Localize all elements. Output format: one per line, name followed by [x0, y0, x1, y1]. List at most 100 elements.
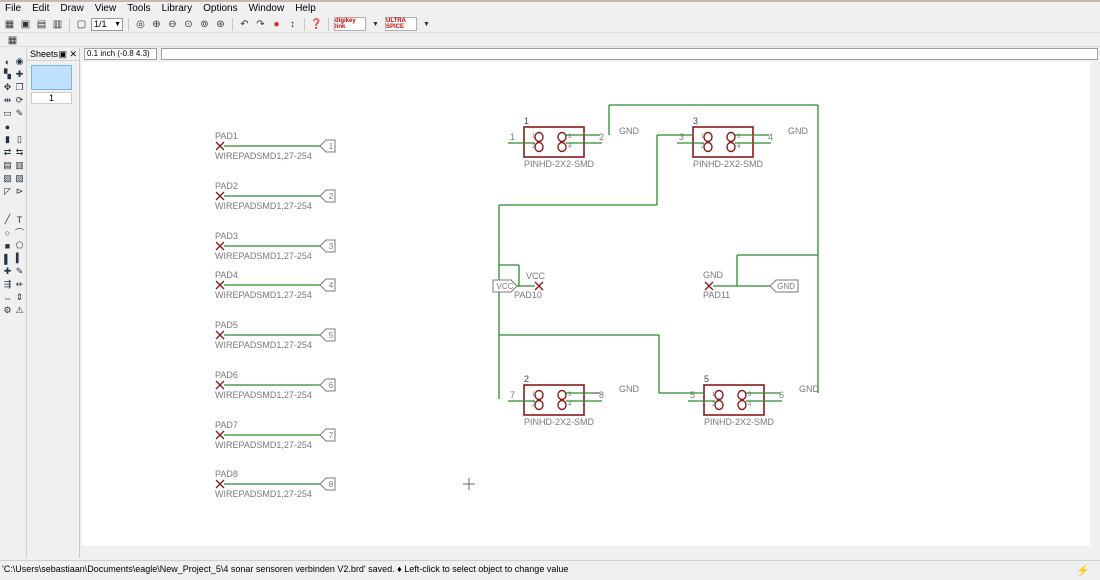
pin-number: 2 — [532, 144, 536, 150]
digikey-logo-text: digikey link — [335, 18, 356, 30]
grid-icon[interactable]: ▦ — [7, 35, 18, 46]
net-label-flag — [319, 278, 336, 292]
name-icon[interactable]: ▤ — [3, 160, 12, 170]
miter-icon[interactable]: ◸ — [4, 186, 11, 196]
menu-draw[interactable]: Draw — [60, 3, 84, 14]
bus-icon[interactable]: ▌ — [4, 253, 11, 264]
print-icon[interactable]: ▤ — [36, 18, 47, 30]
part-ref: 5 — [704, 374, 709, 384]
display-icon[interactable]: ▚ — [4, 69, 11, 79]
erc-icon[interactable]: ⚙ — [3, 305, 12, 315]
menu-options[interactable]: Options — [203, 3, 238, 14]
copy-icon[interactable]: ❐ — [15, 82, 24, 92]
save-icon[interactable]: ▣ — [20, 18, 31, 30]
horizontal-scrollbar[interactable] — [82, 546, 1090, 558]
help-icon[interactable]: ❓ — [310, 18, 323, 30]
chevron-down-icon[interactable]: ▼ — [372, 20, 379, 28]
paste-icon[interactable]: ● — [4, 121, 11, 132]
zoom-last-icon[interactable]: ⊛ — [216, 18, 225, 30]
move-icon[interactable]: ✥ — [3, 82, 12, 92]
pad-marker — [215, 430, 225, 440]
attribute-icon[interactable]: ⇶ — [3, 279, 12, 289]
gateswap-icon[interactable]: ⇔ — [3, 292, 12, 303]
ultraspice-logo-button[interactable]: ULTRA SPICE — [385, 17, 417, 31]
pinswap-icon[interactable]: ⇄ — [3, 147, 12, 157]
dimension-icon[interactable]: ⇷ — [15, 279, 24, 289]
zoom-out-icon[interactable]: ⊖ — [168, 18, 177, 30]
show-icon[interactable]: ◉ — [15, 56, 24, 66]
zoom-select[interactable]: 1/1▼ — [91, 17, 123, 31]
zoom-fit-icon[interactable]: ◎ — [136, 18, 145, 30]
toolbar-separator — [328, 17, 329, 31]
circle-icon[interactable]: ○ — [4, 227, 11, 238]
undo-icon[interactable]: ↶ — [240, 18, 249, 30]
open-icon[interactable]: ▦ — [4, 18, 15, 30]
pad-marker — [215, 330, 225, 340]
rect-icon[interactable]: ■ — [4, 240, 11, 251]
lightning-icon: ⚡ — [1076, 565, 1090, 577]
zoom-select-icon[interactable]: ⊚ — [200, 18, 209, 30]
warning-icon[interactable]: ⚠ — [15, 305, 24, 315]
pad-name: PAD7 — [215, 420, 238, 430]
junction-icon[interactable]: ✚ — [3, 266, 12, 276]
menu-window[interactable]: Window — [248, 3, 285, 14]
delete-icon[interactable]: ▮ — [5, 134, 10, 144]
pin-header-pin — [703, 131, 713, 143]
value-icon[interactable]: ▥ — [15, 160, 24, 170]
sheet-thumbnail[interactable] — [31, 65, 72, 90]
sheet-icon[interactable]: ▢ — [76, 18, 87, 30]
zoom-redraw-icon[interactable]: ⊙ — [184, 18, 193, 30]
pin-number: 2 — [532, 402, 536, 408]
pin-net-left: 5 — [690, 390, 695, 400]
group-icon[interactable]: ▭ — [3, 108, 12, 118]
mirror-icon[interactable]: ⇹ — [3, 95, 12, 105]
split-icon[interactable]: ▨ — [15, 173, 24, 183]
digikey-logo-button[interactable]: digikey link — [334, 17, 366, 31]
pad-name: PAD2 — [215, 181, 238, 191]
label-icon[interactable]: ✎ — [15, 266, 24, 276]
menu-edit[interactable]: Edit — [32, 3, 50, 14]
toolbar-separator — [69, 17, 70, 31]
pin-header-pin — [726, 141, 736, 153]
command-input[interactable] — [161, 48, 1098, 60]
text-icon[interactable]: T — [16, 214, 23, 225]
pin-header-body — [523, 384, 585, 416]
menu-view[interactable]: View — [94, 3, 117, 14]
vertical-scrollbar[interactable] — [1090, 62, 1100, 546]
stop-icon[interactable]: ● — [273, 18, 280, 30]
arc-icon[interactable]: ⌒ — [14, 228, 24, 238]
optimize-icon[interactable]: ⊳ — [15, 186, 24, 196]
menu-file[interactable]: File — [5, 3, 22, 14]
chevron-down-icon[interactable]: ▼ — [423, 20, 430, 28]
pin-close-icon[interactable]: ▣ ✕ — [58, 49, 77, 59]
pin-header-pin — [557, 389, 567, 401]
pad-value: WIREPADSMD1,27-254 — [215, 489, 312, 499]
go-icon[interactable]: ↕ — [290, 18, 295, 30]
pin-header-pin — [737, 389, 747, 401]
add-icon[interactable]: ▯ — [17, 134, 22, 144]
menu-help[interactable]: Help — [295, 3, 316, 14]
cam-icon[interactable]: ▥ — [52, 18, 63, 30]
rotate-icon[interactable]: ⟳ — [15, 95, 24, 105]
net-icon[interactable]: ▍ — [16, 253, 23, 263]
mark-icon[interactable]: ✚ — [15, 69, 24, 79]
net-label-text: 8 — [329, 480, 334, 489]
menu-bar: File Edit Draw View Tools Library Option… — [0, 2, 1100, 16]
menu-library[interactable]: Library — [161, 3, 193, 14]
invoke-icon[interactable]: ⇕ — [15, 292, 24, 302]
pad11-net: GND — [703, 270, 724, 280]
net-label-text: 4 — [329, 281, 334, 290]
wire-icon[interactable]: ╱ — [4, 214, 11, 224]
replace-icon[interactable]: ⇆ — [15, 147, 24, 157]
redo-icon[interactable]: ↷ — [256, 18, 265, 30]
smash-icon[interactable]: ▧ — [3, 173, 12, 183]
pin-gnd-label: GND — [619, 126, 640, 136]
change-icon[interactable]: ✎ — [15, 108, 24, 118]
sheet-number[interactable]: 1 — [31, 92, 72, 104]
info-icon[interactable]: ◐ — [4, 56, 11, 67]
menu-tools[interactable]: Tools — [127, 3, 151, 14]
polygon-icon[interactable]: ⬠ — [15, 240, 24, 250]
zoom-in-icon[interactable]: ⊕ — [152, 18, 161, 30]
toolbar-separator — [304, 17, 305, 31]
